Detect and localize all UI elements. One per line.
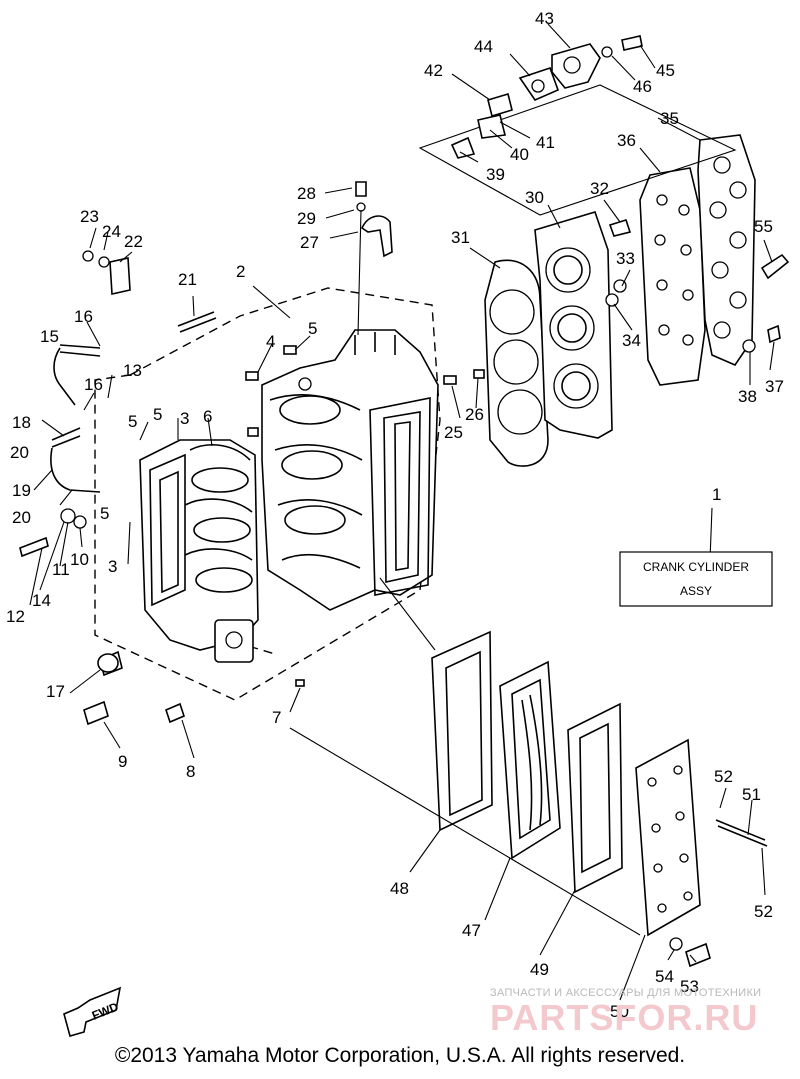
- fastener-group: [19, 219, 632, 687]
- callout: 12: [6, 607, 25, 626]
- callout: 19: [12, 481, 31, 500]
- callout: 6: [203, 407, 212, 426]
- cylinder-head-group: [484, 134, 790, 467]
- callout-numbers: 1 2 3 3 4 5 5 5 5 6 7 8 9 10 11 12 13 14…: [6, 9, 784, 1021]
- bracket-group: [355, 181, 393, 336]
- callout: 43: [535, 9, 554, 28]
- callout: 41: [536, 133, 555, 152]
- callout: 11: [52, 560, 70, 579]
- callout: 37: [765, 377, 784, 396]
- callout: 34: [622, 331, 641, 350]
- callout: 52: [714, 767, 733, 786]
- callout: 24: [102, 222, 121, 241]
- callout: 4: [266, 332, 275, 351]
- callout: 50: [610, 1002, 629, 1021]
- callout: 22: [124, 232, 143, 251]
- callout: 28: [297, 184, 316, 203]
- watermark-line2: PARTSFOR.RU: [490, 997, 758, 1038]
- callout: 13: [123, 361, 142, 380]
- callout: 32: [590, 179, 609, 198]
- callout: 27: [300, 233, 319, 252]
- watermark: ЗАПЧАСТИ И АКСЕССУАРЫ ДЛЯ МОТОТЕХНИКИ PA…: [490, 987, 761, 1038]
- callout: 29: [297, 209, 316, 228]
- callout: 52: [754, 902, 773, 921]
- callout: 39: [486, 165, 505, 184]
- crankcase: [139, 439, 259, 663]
- callout: 54: [655, 967, 674, 986]
- assembly-label-line2: ASSY: [680, 584, 712, 598]
- assembly-label: CRANK CYLINDER ASSY: [619, 551, 773, 607]
- copyright-notice: ©2013 Yamaha Motor Corporation, U.S.A. A…: [114, 1044, 686, 1067]
- callout: 10: [70, 550, 89, 569]
- hose-group: [50, 344, 185, 726]
- callout: 36: [617, 131, 636, 150]
- callout: 9: [118, 752, 127, 771]
- callout: 20: [10, 443, 29, 462]
- watermark-line1: ЗАПЧАСТИ И АКСЕССУАРЫ ДЛЯ МОТОТЕХНИКИ: [490, 987, 761, 999]
- callout: 3: [180, 409, 189, 428]
- callout: 45: [656, 61, 675, 80]
- assembly-label-line1: CRANK CYLINDER: [643, 560, 749, 574]
- cylinder-block: [261, 329, 439, 611]
- fwd-arrow: FWD: [63, 986, 122, 1037]
- thermostat-group: [418, 35, 737, 216]
- callout: 5: [308, 319, 317, 338]
- callout: 46: [633, 77, 652, 96]
- exhaust-cover-group: [289, 577, 768, 968]
- callout: 48: [390, 879, 409, 898]
- callout: 47: [462, 921, 481, 940]
- callout: 21: [178, 270, 197, 289]
- leader-lines: [29, 23, 775, 1001]
- callout: 31: [451, 228, 470, 247]
- callout: 25: [444, 423, 463, 442]
- callout: 1: [712, 485, 721, 504]
- callout: 51: [742, 785, 761, 804]
- callout: 8: [186, 762, 195, 781]
- callout: 30: [525, 188, 544, 207]
- callout: 40: [510, 145, 529, 164]
- callout: 33: [616, 249, 635, 268]
- callout: 55: [754, 217, 773, 236]
- callout: 5: [128, 412, 137, 431]
- callout: 5: [153, 405, 162, 424]
- callout: 16: [74, 307, 93, 326]
- callout: 20: [12, 508, 31, 527]
- callout: 35: [660, 109, 679, 128]
- callout: 16: [84, 375, 103, 394]
- callout: 53: [680, 977, 699, 996]
- callout: 26: [465, 405, 484, 424]
- callout: 15: [40, 327, 59, 346]
- callout: 7: [272, 708, 281, 727]
- callout: 17: [46, 682, 65, 701]
- callout: 14: [32, 591, 51, 610]
- callout: 18: [12, 413, 31, 432]
- callout: 44: [474, 37, 493, 56]
- callout: 3: [108, 557, 117, 576]
- callout: 42: [424, 61, 443, 80]
- callout: 49: [530, 960, 549, 979]
- callout: 38: [738, 387, 757, 406]
- callout: 2: [236, 262, 245, 281]
- callout: 5: [100, 504, 109, 523]
- callout: 23: [80, 207, 99, 226]
